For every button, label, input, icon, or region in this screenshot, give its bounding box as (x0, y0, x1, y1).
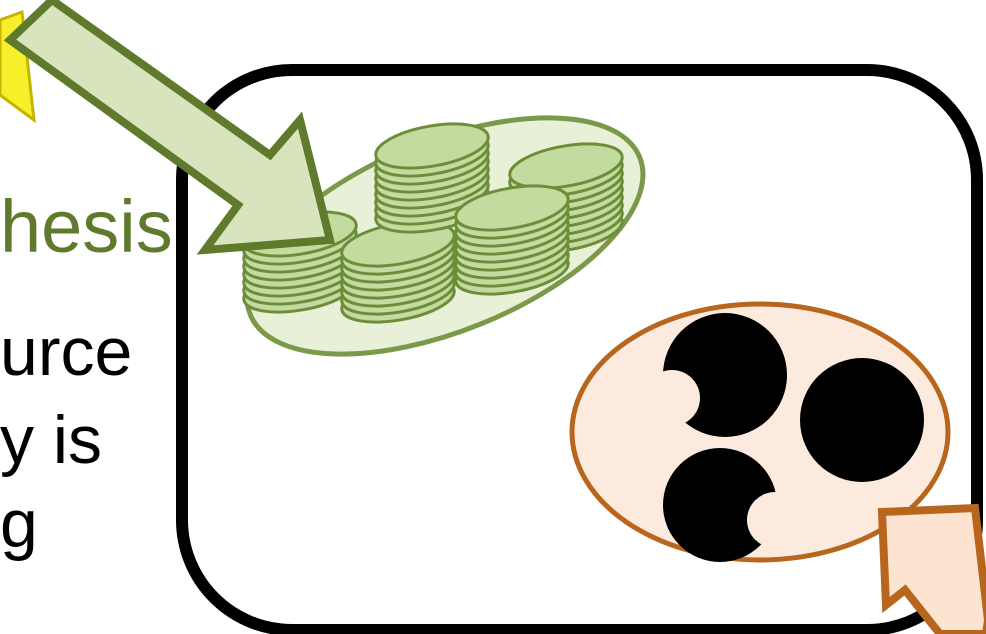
mito-blob-2 (800, 358, 924, 482)
mito-bite-1 (644, 370, 700, 426)
mito-bite-3 (747, 492, 803, 548)
energy-arrow (882, 508, 986, 634)
light-arrow (10, 0, 330, 250)
